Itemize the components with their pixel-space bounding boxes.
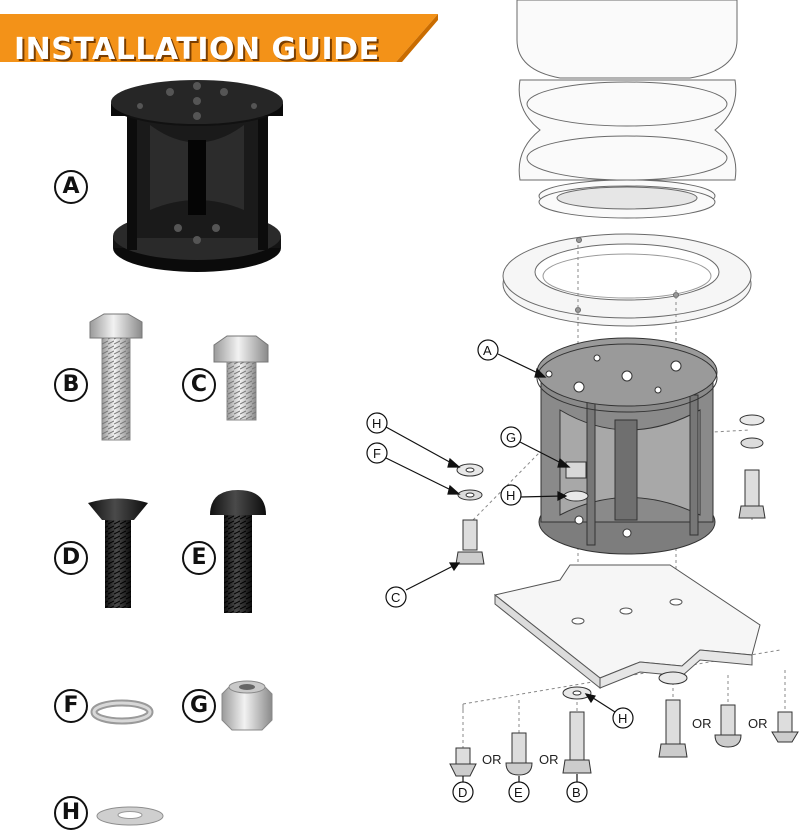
part-label-a: A (54, 170, 88, 204)
callout-g: G (506, 430, 516, 445)
frame-plate-icon (493, 564, 761, 690)
callout-b: B (572, 785, 581, 800)
part-label-h: H (54, 796, 88, 830)
callout-e: E (514, 785, 523, 800)
callout-h-bottom: H (618, 711, 627, 726)
part-label-e: E (182, 541, 216, 575)
part-label-d: D (54, 541, 88, 575)
callout-h-mid: H (506, 488, 515, 503)
part-label-b: B (54, 368, 88, 402)
title-banner: INSTALLATION GUIDE (0, 14, 438, 67)
callout-h-top: H (372, 416, 381, 431)
or-label: OR (748, 716, 768, 731)
callout-a: A (483, 343, 492, 358)
air-spring-icon (516, 0, 738, 219)
page-title: INSTALLATION GUIDE (14, 32, 380, 67)
mounting-ring-icon (502, 233, 752, 327)
callout-f: F (373, 446, 381, 461)
or-label: OR (692, 716, 712, 731)
callout-leaders (385, 353, 616, 782)
or-label: OR (539, 752, 559, 767)
callout-d: D (458, 785, 467, 800)
hardware-icons (449, 414, 799, 777)
callout-circles (366, 339, 634, 803)
callout-c: C (391, 590, 400, 605)
or-label: OR (482, 752, 502, 767)
part-label-f: F (54, 689, 88, 723)
part-label-c: C (182, 368, 216, 402)
part-label-g: G (182, 689, 216, 723)
spacer-bracket-diagram-icon (536, 337, 718, 555)
banner-background (0, 14, 438, 62)
